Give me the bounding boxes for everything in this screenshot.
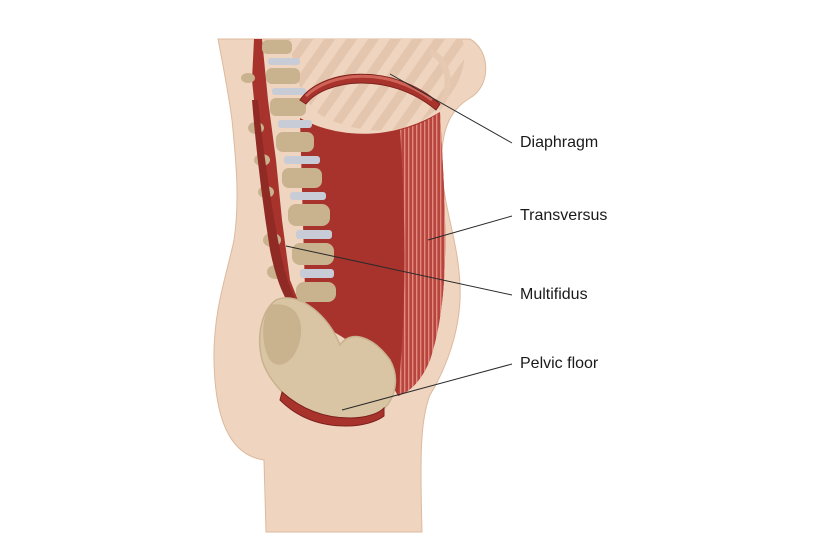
diaphragm-muscle-upper: [304, 74, 433, 102]
sacrum: [263, 304, 302, 365]
rib-cage: [290, 39, 465, 131]
label-transversus: Transversus: [520, 207, 608, 224]
pelvic-floor-muscle: [279, 391, 385, 427]
label-pelvic-floor: Pelvic floor: [520, 355, 599, 372]
leader-line-transversus: [427, 215, 513, 241]
spine: [241, 39, 336, 302]
leader-line-multifidus: [285, 245, 513, 296]
leader-line-diaphragm: [389, 73, 513, 144]
label-multifidus: Multifidus: [520, 286, 588, 303]
label-diaphragm: Diaphragm: [520, 134, 599, 151]
multifidus-muscle: [252, 100, 296, 302]
transversus-fibers: [398, 112, 446, 396]
chest-contour: [428, 49, 451, 111]
leader-line-pelvic-floor: [341, 363, 513, 411]
